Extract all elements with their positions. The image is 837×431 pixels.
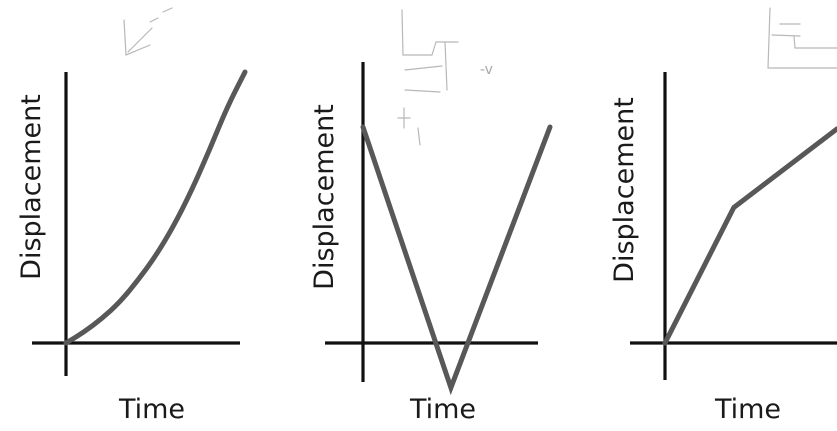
chart-2-ylabel: Displacement — [309, 104, 340, 290]
chart-2-series-line — [360, 124, 553, 396]
chart-1-ylabel: Displacement — [16, 94, 47, 280]
sketch-3 — [767, 7, 837, 69]
sketch-2-label: -v — [480, 62, 493, 78]
chart-3: Displacement Time — [609, 72, 837, 425]
sketch-1 — [123, 7, 173, 56]
sketch-2 — [397, 9, 459, 146]
chart-3-ylabel: Displacement — [609, 97, 640, 283]
chart-2: Displacement Time — [309, 62, 553, 425]
chart-1: Displacement Time — [16, 69, 248, 425]
chart-3-xlabel: Time — [714, 394, 781, 425]
chart-1-series-line — [63, 69, 248, 346]
chart-3-series-line — [662, 126, 837, 346]
pencil-sketches: -v — [123, 7, 837, 146]
chart-1-xlabel: Time — [118, 394, 185, 425]
chart-2-xlabel: Time — [409, 394, 476, 425]
